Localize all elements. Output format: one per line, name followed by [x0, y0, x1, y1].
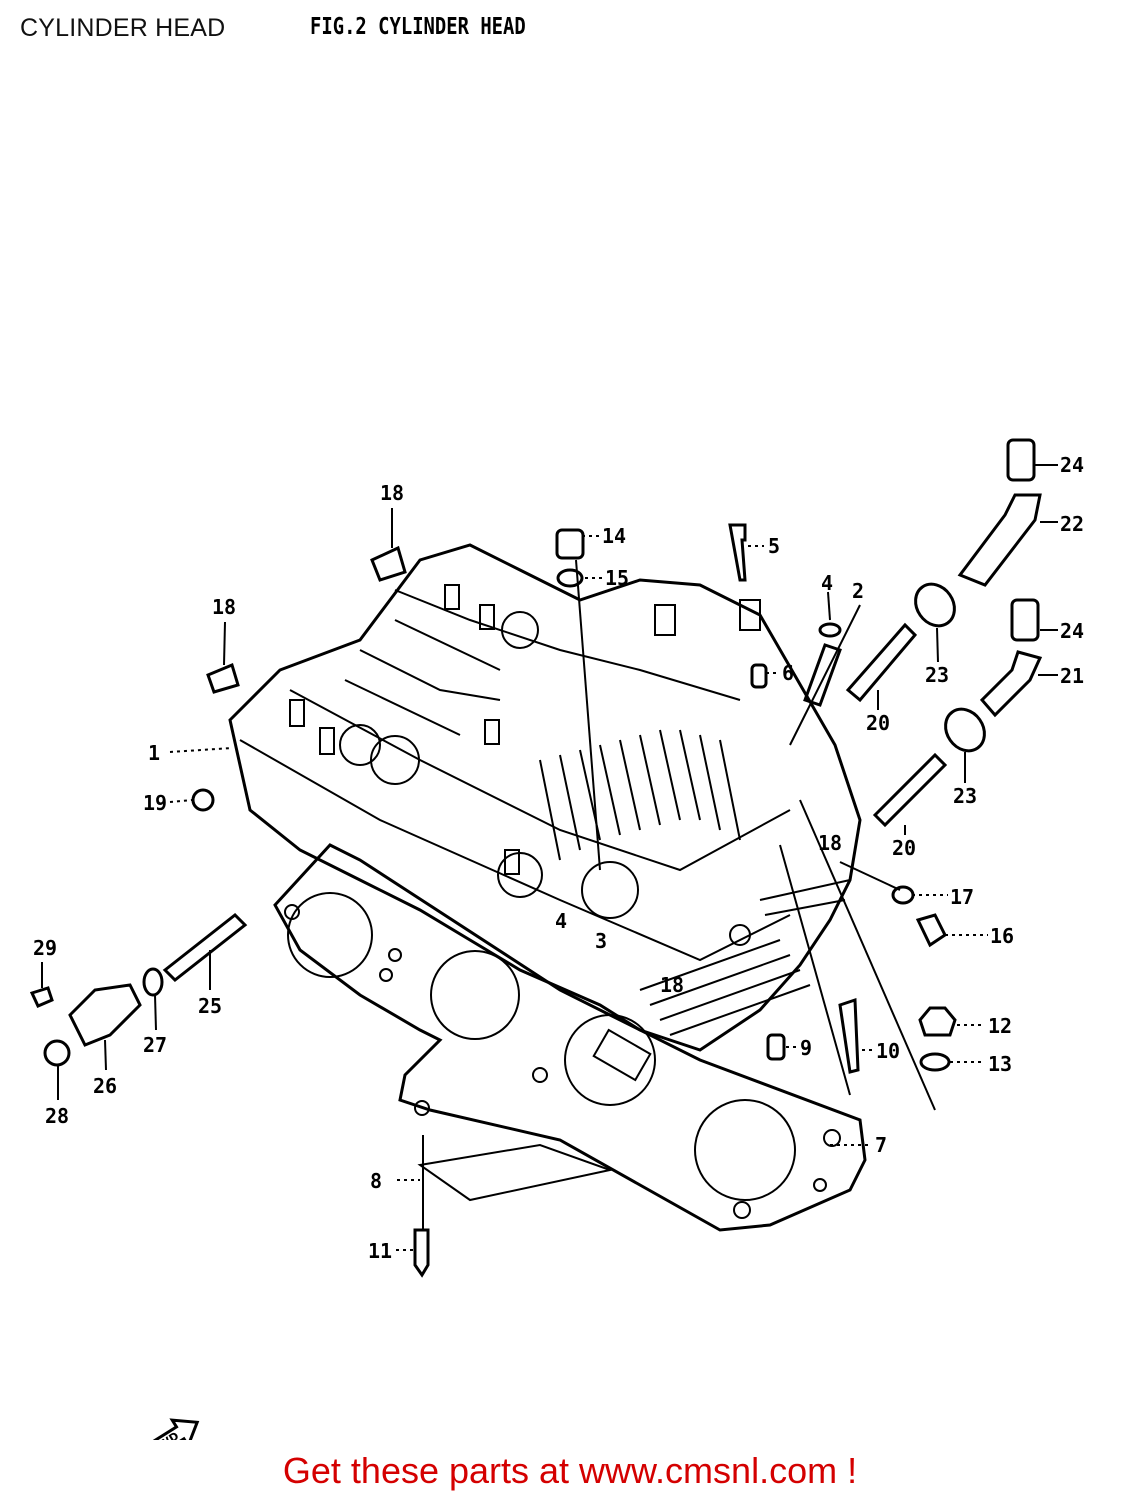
part-21-hose [979, 650, 1043, 718]
part-20-lower [872, 752, 948, 828]
part-25-fitting [162, 912, 248, 983]
callout-25: 25 [198, 994, 222, 1018]
callout-labels: 1 2 3 4 4 5 6 7 8 9 10 11 12 13 14 15 16… [33, 453, 1084, 1263]
callout-29: 29 [33, 936, 57, 960]
gasket-8-drawing [417, 1143, 614, 1202]
callout-20a: 20 [866, 711, 890, 735]
callout-13: 13 [988, 1052, 1012, 1076]
callout-14: 14 [602, 524, 626, 548]
callout-27: 27 [143, 1033, 167, 1057]
part-12-nut [918, 1006, 957, 1037]
callout-24a: 24 [1060, 453, 1084, 477]
callout-5: 5 [768, 534, 780, 558]
part-19-plug [191, 788, 215, 812]
callout-19: 19 [143, 791, 167, 815]
part-11-screw [413, 1228, 430, 1278]
fwd-label: FWD [150, 1429, 181, 1440]
part-22-hose [957, 493, 1042, 587]
callout-23a: 23 [925, 663, 949, 687]
callout-3: 3 [595, 929, 607, 953]
callout-28: 28 [45, 1104, 69, 1128]
callout-1: 1 [148, 741, 160, 765]
cylinder-head-drawing [228, 543, 862, 1052]
callout-26: 26 [93, 1074, 117, 1098]
figure-title: FIG.2 CYLINDER HEAD [310, 14, 526, 40]
part-18-key-left [206, 662, 240, 694]
callout-16: 16 [990, 924, 1014, 948]
callout-10: 10 [876, 1039, 900, 1063]
callout-18c: 18 [818, 831, 842, 855]
part-23-upper [914, 582, 956, 628]
part-5-bolt [728, 523, 747, 582]
part-13-washer [919, 1052, 951, 1072]
callout-21: 21 [1060, 664, 1084, 688]
part-20-upper [845, 622, 918, 703]
part-2-sensor [803, 643, 842, 707]
part-17-washer [891, 885, 915, 905]
callout-11: 11 [368, 1239, 392, 1263]
part-28-nut [43, 1039, 71, 1067]
callout-22: 22 [1060, 512, 1084, 536]
part-16-bolt [915, 913, 947, 948]
forward-arrow-icon: FWD [140, 1418, 200, 1440]
part-15-washer [556, 568, 584, 588]
part-27-washer [142, 967, 164, 997]
part-10-stud [838, 997, 860, 1074]
callout-18d: 18 [660, 973, 684, 997]
promo-link[interactable]: Get these parts at www.cmsnl.com ! [282, 1450, 858, 1491]
leader-lines [41, 464, 1058, 1251]
callout-15: 15 [605, 566, 629, 590]
callout-4a: 4 [821, 571, 833, 595]
callout-12: 12 [988, 1014, 1012, 1038]
part-14-nut [555, 528, 585, 560]
callout-2: 2 [852, 579, 864, 603]
callout-18a: 18 [380, 481, 404, 505]
callout-20b: 20 [892, 836, 916, 860]
callout-4b: 4 [555, 909, 567, 933]
part-6-dowel [750, 663, 768, 689]
part-29-bolt [29, 986, 54, 1008]
callout-7: 7 [875, 1133, 887, 1157]
part-4-clip [818, 622, 842, 638]
callout-24b: 24 [1060, 619, 1084, 643]
callout-23b: 23 [953, 784, 977, 808]
callout-18b: 18 [212, 595, 236, 619]
page-label: CYLINDER HEAD [20, 14, 226, 42]
part-18-key-top [370, 545, 407, 582]
callout-9: 9 [800, 1036, 812, 1060]
part-26-body [68, 983, 142, 1047]
part-23-lower [944, 707, 986, 753]
callout-8: 8 [370, 1169, 382, 1193]
head-gasket-drawing [273, 843, 867, 1232]
part-24-lower [1010, 598, 1040, 642]
callout-6: 6 [782, 661, 794, 685]
part-24-upper [1006, 438, 1036, 482]
callout-17: 17 [950, 885, 974, 909]
exploded-view-diagram: 1 2 3 4 4 5 6 7 8 9 10 11 12 13 14 15 16… [29, 438, 1084, 1440]
part-9-dowel [766, 1033, 786, 1061]
